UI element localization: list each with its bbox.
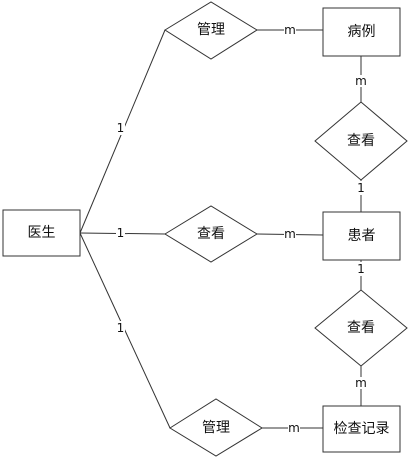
- card-doctor-view-patient: 1: [116, 226, 125, 240]
- relation-view-case: 查看: [314, 101, 408, 181]
- card-manage-case-case-label: m: [284, 23, 296, 37]
- entity-case: 病例: [322, 7, 401, 57]
- card-doctor-manage-case: 1: [116, 121, 125, 135]
- card-doctor-manage-record-label: 1: [117, 321, 125, 335]
- relation-view-patient-label: 查看: [197, 226, 225, 242]
- card-patient-view-record-label: 1: [357, 262, 365, 276]
- relation-view-record-label: 查看: [347, 320, 375, 336]
- relation-manage-record: 管理: [169, 398, 263, 457]
- card-view-case-patient: 1: [356, 181, 366, 195]
- entity-record-label: 检查记录: [334, 421, 390, 437]
- card-manage-case-case: m: [284, 23, 296, 37]
- relation-manage-case-label: 管理: [197, 22, 225, 38]
- entity-patient-label: 患者: [348, 228, 376, 244]
- entity-doctor-label: 医生: [28, 225, 56, 241]
- card-patient-view-record: 1: [356, 262, 366, 276]
- relation-view-record: 查看: [314, 289, 408, 367]
- relation-manage-record-label: 管理: [202, 420, 230, 436]
- card-view-patient-patient: m: [284, 227, 296, 241]
- card-doctor-manage-record: 1: [116, 321, 125, 335]
- card-case-view-case: m: [355, 74, 367, 88]
- card-case-view-case-label: m: [355, 74, 367, 88]
- card-manage-record-record-label: m: [288, 421, 300, 435]
- card-view-case-patient-label: 1: [357, 181, 365, 195]
- entity-patient: 患者: [322, 211, 401, 261]
- card-view-record-record-label: m: [355, 376, 367, 390]
- relation-manage-case: 管理: [164, 1, 258, 60]
- card-view-patient-patient-label: m: [284, 227, 296, 241]
- entity-case-label: 病例: [348, 24, 376, 40]
- card-doctor-manage-case-label: 1: [117, 121, 125, 135]
- card-manage-record-record: m: [288, 421, 300, 435]
- entity-doctor: 医生: [2, 209, 81, 257]
- relation-view-patient: 查看: [164, 205, 258, 263]
- card-view-record-record: m: [355, 376, 367, 390]
- card-doctor-view-patient-label: 1: [117, 226, 125, 240]
- entity-record: 检查记录: [322, 405, 401, 453]
- relation-view-case-label: 查看: [347, 133, 375, 149]
